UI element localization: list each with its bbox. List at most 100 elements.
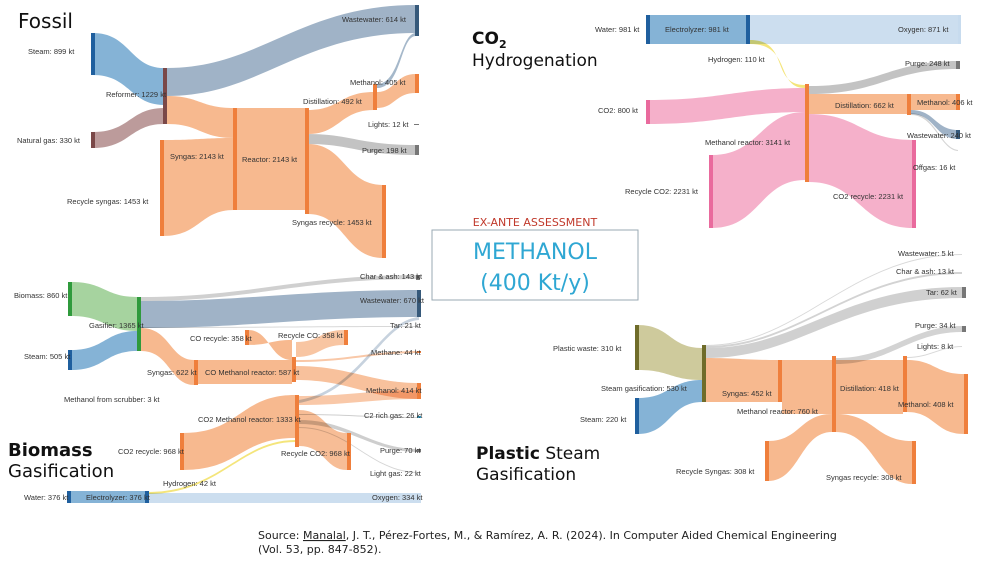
co2-label-hydrogen: Hydrogen: 110 kt [708, 55, 765, 64]
plastic-node-tar [962, 287, 966, 298]
fossil-node-syngas [233, 108, 237, 210]
plastic-label-recycle-syngas: Recycle Syngas: 308 kt [676, 467, 755, 476]
plastic-node-recycle-syngas [765, 441, 769, 481]
flow-gasifier-wastewater [141, 290, 419, 328]
flow-electrolyzer-oxygen [750, 15, 958, 44]
co2-node-distillation [907, 94, 911, 115]
biomass-label-wastewater: Wastewater: 670 kt [360, 296, 425, 305]
fossil-node-wastewater [415, 5, 419, 36]
biomass-node-electrolyzer [145, 491, 149, 503]
fossil-title: Fossil [18, 9, 73, 33]
flow-reformer-wastewater [167, 5, 416, 96]
plastic-node-plastic [635, 325, 639, 370]
flow-gasification-syngas [706, 358, 778, 402]
co2-node-water [646, 15, 650, 44]
co2-label-purge: Purge: 248 kt [905, 59, 951, 68]
fossil-sankey: Fossil Steam: 899 kt Natural gas: 330 kt… [17, 5, 419, 258]
flow-co2-reactor-purge [299, 420, 419, 452]
co2-node-wastewater [956, 130, 960, 139]
fossil-node-lights [414, 124, 419, 125]
fossil-node-reformer [163, 68, 167, 124]
plastic-label-reactor: Methanol reactor: 760 kt [737, 407, 819, 416]
flow-electrolyzer-oxygen [148, 493, 421, 503]
biomass-node-steam [68, 350, 72, 370]
flow-distillation-methanol [907, 360, 964, 434]
biomass-node-purge [417, 449, 421, 452]
plastic-label-plastic: Plastic waste: 310 kt [553, 344, 622, 353]
fossil-label-purge: Purge: 198 kt [362, 146, 408, 155]
fossil-label-reactor: Reactor: 2143 kt [242, 155, 298, 164]
flow-syngas-reactor [237, 108, 305, 210]
flow-recycle-syngas [163, 138, 234, 236]
flow-reactor-distillation [308, 92, 374, 134]
biomass-label-co2-recycle: CO2 recycle: 968 kt [118, 447, 185, 456]
biomass-label-co2-reactor: CO2 Methanol reactor: 1333 kt [198, 415, 301, 424]
co2-label-wastewater: Wastewater: 240 kt [907, 131, 972, 140]
source-citation: Source: Manalal, J. T., Pérez-Fortes, M.… [258, 529, 837, 556]
biomass-label-recycle-co2: Recycle CO2: 968 kt [281, 449, 351, 458]
plastic-label-gasification: Steam gasification: 530 kt [601, 384, 688, 393]
co2-label-oxygen: Oxygen: 871 kt [898, 25, 949, 34]
flow-co2-reactor [650, 88, 805, 124]
biomass-node-recycle-co2 [347, 433, 351, 470]
plastic-title-2: Gasification [476, 465, 576, 485]
flow-syngas-co-reactor [198, 360, 292, 384]
flow-water-electrolyzer [650, 15, 748, 44]
fossil-label-syngas-recycle: Syngas recycle: 1453 kt [292, 218, 373, 227]
co2-label-water: Water: 981 kt [595, 25, 640, 34]
flow-co2-recycle-reactor [183, 395, 295, 470]
biomass-node-syngas [194, 360, 198, 385]
flow-co-recycle [248, 330, 292, 360]
flow-recycle-syngas-reactor [768, 414, 832, 481]
biomass-node-methanol [417, 383, 421, 399]
co2-label-methanol-reactor: Methanol reactor: 3141 kt [705, 138, 791, 147]
plastic-label-methanol: Methanol: 408 kt [898, 400, 954, 409]
flow-reactor-distillation [809, 94, 907, 114]
co2-node-purge [956, 61, 960, 69]
flow-co-reactor-methanol [296, 366, 419, 399]
biomass-label-purge: Purge: 70 kt [380, 446, 421, 455]
flow-distillation-wastewater [911, 110, 958, 139]
fossil-label-recycle-syngas: Recycle syngas: 1453 kt [67, 197, 149, 206]
biomass-node-char [416, 275, 420, 280]
flow-gasifier-syngas [141, 328, 194, 385]
plastic-label-purge: Purge: 34 kt [915, 321, 956, 330]
co2-node-methanol [956, 94, 960, 110]
biomass-node-water [67, 491, 71, 503]
biomass-node-co2-recycle [180, 433, 184, 470]
plastic-label-char: Char & ash: 13 kt [896, 267, 955, 276]
co2-sankey: CO2 Hydrogenation Water: 981 kt Electrol… [472, 15, 973, 228]
biomass-label-co-reactor: CO Methanol reactor: 587 kt [205, 368, 300, 377]
co2-node-recycle-co2 [709, 155, 713, 228]
fossil-node-methanol [415, 74, 419, 93]
flow-biomass-gasifier [71, 282, 137, 331]
co2-node-oxygen [958, 15, 961, 44]
fossil-node-natgas [91, 132, 95, 148]
co2-node-co2 [646, 100, 650, 124]
flow-reactor-distillation [836, 360, 903, 414]
plastic-label-lights: Lights: 8 kt [917, 342, 954, 351]
flow-reactor-co2-recycle [809, 114, 913, 228]
flow-gasifier-tar [141, 326, 419, 328]
plastic-node-steam [635, 398, 639, 434]
flow-steam-reformer [93, 33, 164, 105]
biomass-title-2: Gasification [8, 461, 114, 482]
fossil-label-syngas: Syngas: 2143 kt [170, 152, 225, 161]
flow-hydrogen [750, 40, 805, 88]
flow-co-reactor-recycle-co [296, 330, 344, 357]
biomass-node-co2-reactor [295, 395, 299, 447]
biomass-label-tar: Tar: 21 kt [390, 321, 422, 330]
flow-co2-reactor-methanol [299, 390, 419, 405]
fossil-label-lights: Lights: 12 kt [368, 120, 409, 129]
fossil-label-natural-gas: Natural gas: 330 kt [17, 136, 81, 145]
plastic-sankey: Plastic Steam Gasification Wastewater: 5… [476, 249, 968, 485]
co2-node-electrolyzer [746, 15, 750, 44]
co2-label-electrolyzer: Electrolyzer: 981 kt [665, 25, 730, 34]
source-line1: Source: Manalal, J. T., Pérez-Fortes, M.… [258, 529, 837, 542]
biomass-label-water: Water: 376 kt [24, 493, 69, 502]
flow-plastic-gasification [638, 325, 702, 380]
biomass-node-c2 [417, 416, 421, 418]
co2-label-distillation: Distillation: 662 kt [835, 101, 895, 110]
biomass-label-co-recycle: CO recycle: 358 kt [190, 334, 253, 343]
